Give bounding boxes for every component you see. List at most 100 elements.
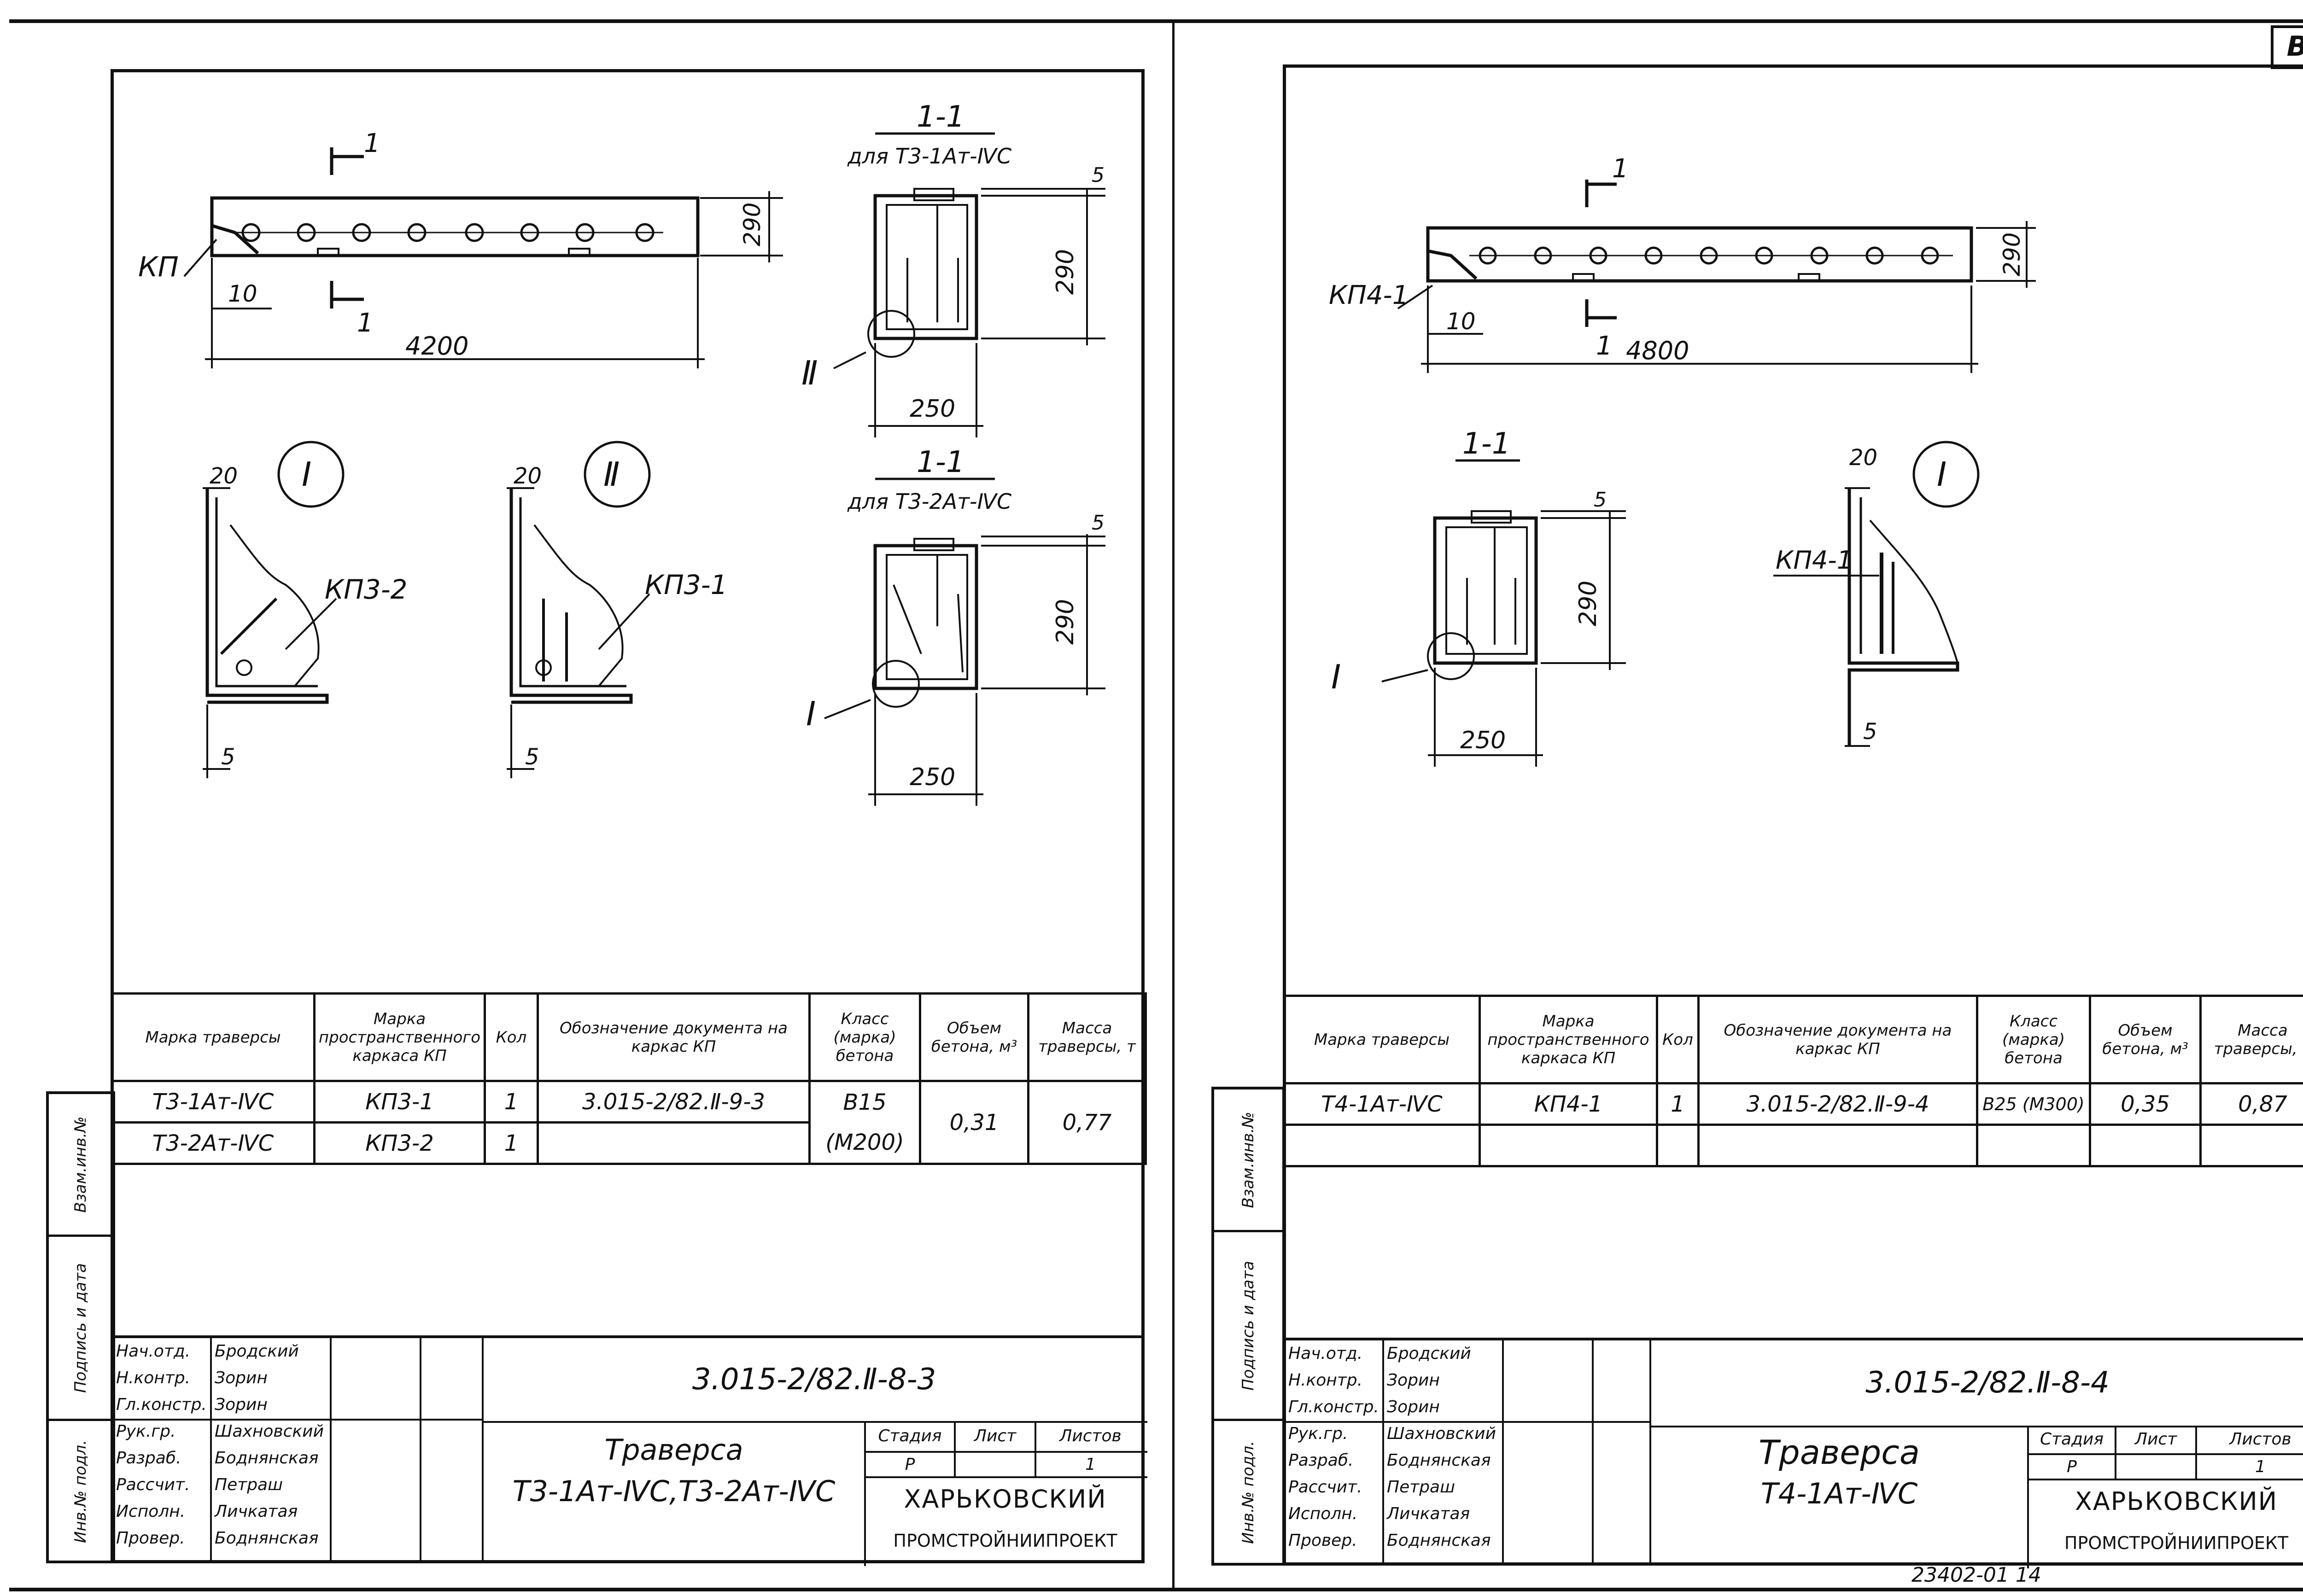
right-detail-mark: I	[1937, 455, 1946, 494]
left-sec2-title: 1-1	[917, 445, 965, 479]
left-sheet-header: Лист	[974, 1427, 1017, 1445]
right-role-4: Разраб.	[1288, 1451, 1354, 1470]
left-dim-height: 290	[739, 203, 766, 246]
left-row2-kp: КП3-2	[313, 1121, 486, 1165]
left-name-7: Боднянская	[215, 1529, 319, 1548]
bottom-frame-line	[9, 1588, 2303, 1591]
left-row1-doc: 3.015-2/82.Ⅱ-9-3	[537, 1080, 811, 1124]
right-document-code: 3.015-2/82.Ⅱ-8-4	[1865, 1366, 2110, 1400]
left-sec1-subtitle: для Т3-1Ат-ⅣС	[847, 144, 1011, 169]
left-role-5: Рассчит.	[116, 1475, 190, 1494]
right-sheet-header: Лист	[2134, 1430, 2177, 1449]
left-stage-value: Р	[905, 1455, 915, 1474]
right-row1-mass: 0,87	[2199, 1082, 2303, 1126]
left-volume: 0,31	[919, 1080, 1029, 1165]
right-sec-title: 1-1	[1462, 427, 1511, 461]
left-spec-header-mass: Масса траверсы, т	[1027, 992, 1147, 1082]
left-sheets-value: 1	[1085, 1455, 1096, 1474]
right-sec-callout: I	[1331, 658, 1341, 696]
right-role-0: Нач.отд.	[1288, 1344, 1363, 1363]
left-name-2: Зорин	[215, 1395, 268, 1414]
right-spec-header-volume: Объем бетона, м³	[2089, 995, 2202, 1084]
right-row1-qty: 1	[1656, 1082, 1700, 1126]
left-stage-header: Стадия	[878, 1427, 942, 1445]
right-spec-table: Марка траверсы Марка пространственного к…	[1283, 995, 2303, 1167]
right-sec-dim-250: 250	[1460, 727, 1506, 754]
right-sec-dim-290: 290	[1574, 581, 1602, 626]
right-sheets-value: 1	[2255, 1457, 2266, 1476]
left-concrete-class: В15	[808, 1080, 921, 1123]
right-role-3: Рук.гр.	[1288, 1424, 1348, 1443]
left-title-block: Нач.отд. Н.контр. Гл.констр. Рук.гр. Раз…	[111, 1335, 1147, 1566]
left-section-mark-top: 1	[364, 128, 380, 158]
right-detail-dim-20: 20	[1849, 445, 1877, 471]
left-spec-header-volume: Объем бетона, м³	[919, 992, 1029, 1082]
left-detail2-dim-20: 20	[514, 463, 542, 489]
left-name-6: Личкатая	[215, 1502, 298, 1521]
right-role-2: Гл.констр.	[1288, 1398, 1379, 1416]
left-sec2-subtitle: для Т3-2Ат-ⅣС	[847, 489, 1011, 514]
right-row1-kp: КП4-1	[1479, 1082, 1658, 1126]
left-role-6: Исполн.	[116, 1502, 186, 1521]
side-cell-vzam-right: Взам.инв.№	[1214, 1089, 1282, 1232]
right-detail-dim-5: 5	[1863, 719, 1877, 745]
left-row1-mark: Т3-1Ат-ⅣС	[111, 1080, 316, 1124]
left-sec2-dim-290: 290	[1052, 599, 1079, 645]
right-spec-header-mass: Масса траверсы, т	[2199, 995, 2303, 1084]
right-section-mark-top: 1	[1612, 154, 1629, 184]
right-row1-class: В25 (М300)	[1976, 1082, 2091, 1126]
left-role-2: Гл.констр.	[116, 1395, 207, 1414]
left-spec-header-qty: Кол	[484, 992, 539, 1082]
left-sheets-header: Листов	[1059, 1427, 1122, 1445]
left-row2-qty: 1	[484, 1121, 539, 1165]
right-dim-length: 4800	[1626, 336, 1689, 365]
right-row1-volume: 0,35	[2089, 1082, 2202, 1126]
left-document-code: 3.015-2/82.Ⅱ-8-3	[692, 1363, 936, 1397]
right-name-3: Шахновский	[1387, 1424, 1496, 1443]
left-role-0: Нач.отд.	[116, 1342, 191, 1361]
left-detail2-dim-5: 5	[525, 744, 539, 770]
footer-number: 23402-01 14	[1911, 1563, 2041, 1587]
left-sec2-callout: I	[806, 694, 816, 733]
right-detail-label: КП4-1	[1776, 546, 1853, 575]
left-sec1-callout: Ⅱ	[801, 354, 818, 392]
left-role-7: Провер.	[116, 1529, 185, 1548]
left-detail1-dim-20: 20	[210, 463, 238, 489]
left-beam-elevation	[210, 196, 700, 257]
right-title-block: Нач.отд. Н.контр. Гл.констр. Рук.гр. Раз…	[1283, 1338, 2303, 1568]
right-spec-header-qty: Кол	[1656, 995, 1700, 1084]
left-row2-doc	[537, 1121, 811, 1165]
left-sec1-title: 1-1	[917, 100, 965, 134]
left-dim-length: 4200	[405, 332, 468, 361]
left-org-line1: ХАРЬКОВСКИЙ	[904, 1485, 1107, 1514]
left-name-4: Боднянская	[215, 1449, 319, 1468]
left-spec-header-class: Класс (марка) бетона	[808, 992, 921, 1082]
left-role-3: Рук.гр.	[116, 1422, 176, 1441]
right-name-4: Боднянская	[1387, 1451, 1491, 1470]
left-sec1-dim-250: 250	[910, 395, 955, 423]
left-spec-table: Марка траверсы Марка пространственного к…	[111, 992, 1147, 1165]
left-name-0: Бродский	[215, 1342, 299, 1361]
left-mass: 0,77	[1027, 1080, 1147, 1165]
top-frame-line	[9, 19, 2303, 23]
right-stage-value: Р	[2067, 1457, 2077, 1476]
right-kp-label: КП4-1	[1329, 280, 1409, 310]
right-row1-doc: 3.015-2/82.Ⅱ-9-4	[1697, 1082, 1978, 1126]
table-row: Т4-1Ат-ⅣС КП4-1 1 3.015-2/82.Ⅱ-9-4 В25 (…	[1283, 1082, 2303, 1126]
left-detail1-dim-5: 5	[221, 744, 235, 770]
left-detail1-label: КП3-2	[325, 574, 408, 605]
right-sheets-header: Листов	[2229, 1430, 2291, 1449]
left-row1-kp: КП3-1	[313, 1080, 486, 1124]
corner-mark: В	[2271, 25, 2303, 69]
right-title-line2: Т4-1Ат-ⅣС	[1760, 1477, 1918, 1510]
right-name-2: Зорин	[1387, 1398, 1440, 1416]
left-detail2-mark: Ⅱ	[603, 455, 620, 494]
right-spec-header-kp: Марка пространственного каркаса КП	[1479, 995, 1658, 1084]
left-name-1: Зорин	[215, 1369, 268, 1387]
right-name-7: Боднянская	[1387, 1531, 1491, 1550]
left-dim-10: 10	[228, 280, 257, 307]
right-section-mark-bottom: 1	[1596, 331, 1613, 361]
right-spec-header-doc: Обозначение документа на каркас КП	[1697, 995, 1978, 1084]
left-role-4: Разраб.	[116, 1449, 181, 1468]
